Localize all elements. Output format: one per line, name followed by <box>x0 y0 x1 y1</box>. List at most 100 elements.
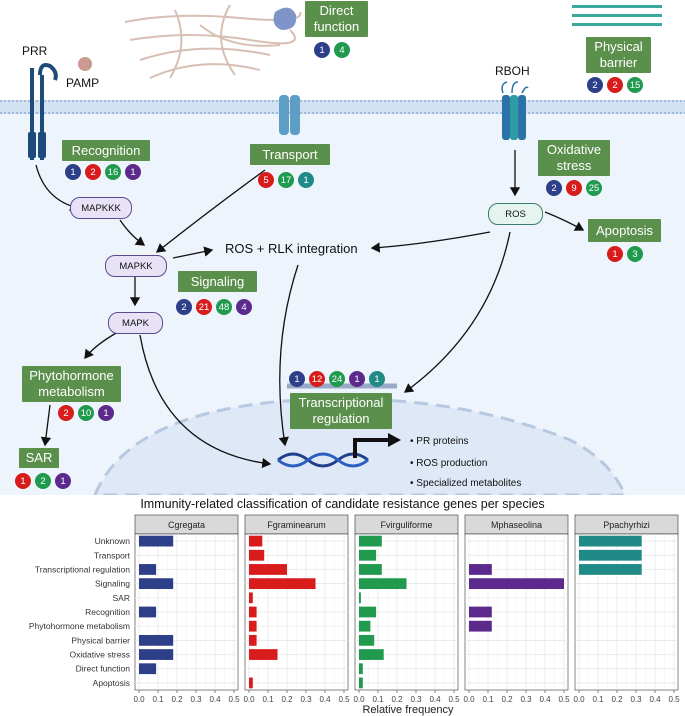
tick-label: 0.2 <box>611 695 623 704</box>
tick-label: 0.1 <box>152 695 164 704</box>
bar <box>139 634 174 646</box>
bar <box>249 564 287 575</box>
tick-label: 0.3 <box>300 695 312 704</box>
facet-label: Cgregata <box>168 520 205 530</box>
tick-label: 0.3 <box>410 695 422 704</box>
bar <box>359 578 407 590</box>
category-label: Direct function <box>76 664 131 674</box>
bar <box>249 549 265 561</box>
bar <box>359 634 375 646</box>
box-recognition: Recognition <box>62 140 150 161</box>
bar <box>139 663 157 675</box>
box-signaling: Signaling <box>178 271 257 292</box>
category-label: Physical barrier <box>71 635 130 645</box>
bar <box>249 535 263 547</box>
count-badge: 2 <box>546 180 562 196</box>
bar <box>249 592 253 604</box>
count-badge: 1 <box>125 164 141 180</box>
facet-label: Ppachyrhizi <box>603 520 650 530</box>
pamp-icon <box>78 57 92 71</box>
tick-label: 0.5 <box>228 695 240 704</box>
tick-label: 0.4 <box>649 695 661 704</box>
nucleus <box>93 397 627 495</box>
tick-label: 0.4 <box>429 695 441 704</box>
tick-label: 0.2 <box>501 695 513 704</box>
count-badge: 1 <box>98 405 114 421</box>
count-badge: 48 <box>216 299 232 315</box>
category-label: Recognition <box>85 607 130 617</box>
bar <box>359 535 382 547</box>
tick-label: 0.3 <box>520 695 532 704</box>
category-label: Signaling <box>95 579 130 589</box>
box-transcriptional-regulation: Transcriptional regulation <box>290 393 392 429</box>
count-badge: 21 <box>196 299 212 315</box>
box-transport: Transport <box>250 144 330 165</box>
tick-label: 0.0 <box>353 695 365 704</box>
facet-label: Fvirguliforme <box>380 520 432 530</box>
bar <box>139 564 157 575</box>
count-badge: 1 <box>55 473 71 489</box>
facet-label: Mphaseolina <box>491 520 542 530</box>
cellulose-icon <box>572 5 662 26</box>
transcription-arrow-icon <box>353 438 390 458</box>
box-direct-function: Direct function <box>305 1 368 37</box>
bar <box>139 606 157 618</box>
tick-label: 0.5 <box>338 695 350 704</box>
chart-title: Immunity-related classification of candi… <box>140 497 545 511</box>
mapkkk-node: MAPKKK <box>70 197 132 219</box>
output-ros-production: • ROS production <box>410 458 488 469</box>
bar <box>469 620 492 632</box>
count-badge: 25 <box>586 180 602 196</box>
bar <box>359 564 382 575</box>
tick-label: 0.1 <box>372 695 384 704</box>
count-badge: 2 <box>587 77 603 93</box>
count-badge: 2 <box>35 473 51 489</box>
pathway-arrows <box>35 150 585 469</box>
bar <box>359 592 361 604</box>
transcription-arrowhead-icon <box>388 433 401 447</box>
tick-label: 0.0 <box>133 695 145 704</box>
count-badge: 2 <box>607 77 623 93</box>
count-badge: 1 <box>298 172 314 188</box>
count-badge: 1 <box>607 246 623 262</box>
bar <box>139 649 174 660</box>
mapk-node: MAPK <box>108 312 163 334</box>
tick-label: 0.4 <box>319 695 331 704</box>
count-badge: 2 <box>58 405 74 421</box>
output-pr-proteins: • PR proteins <box>410 436 469 447</box>
box-sar: SAR <box>19 448 59 468</box>
count-badge: 3 <box>627 246 643 262</box>
category-label: Transport <box>94 550 131 560</box>
tick-label: 0.3 <box>190 695 202 704</box>
tick-label: 0.3 <box>630 695 642 704</box>
tick-label: 0.1 <box>262 695 274 704</box>
bar <box>359 620 371 632</box>
bar <box>249 620 257 632</box>
count-badge: 4 <box>334 42 350 58</box>
rboh-label: RBOH <box>495 64 530 78</box>
rboh-icon <box>501 81 529 140</box>
box-phytohormone: Phytohormone metabolism <box>22 366 121 402</box>
count-badge: 15 <box>627 77 643 93</box>
bar <box>249 649 278 660</box>
bar <box>469 564 492 575</box>
prr-receptor-icon <box>28 63 58 160</box>
tick-label: 0.0 <box>243 695 255 704</box>
tick-label: 0.0 <box>573 695 585 704</box>
count-badge: 16 <box>105 164 121 180</box>
bar <box>359 649 384 660</box>
count-badge: 2 <box>176 299 192 315</box>
bar <box>249 634 257 646</box>
ros-rlk-label: ROS + RLK integration <box>225 241 358 256</box>
bar <box>579 549 642 561</box>
count-badge: 4 <box>236 299 252 315</box>
tick-label: 0.5 <box>448 695 460 704</box>
count-badge: 1 <box>349 371 365 387</box>
